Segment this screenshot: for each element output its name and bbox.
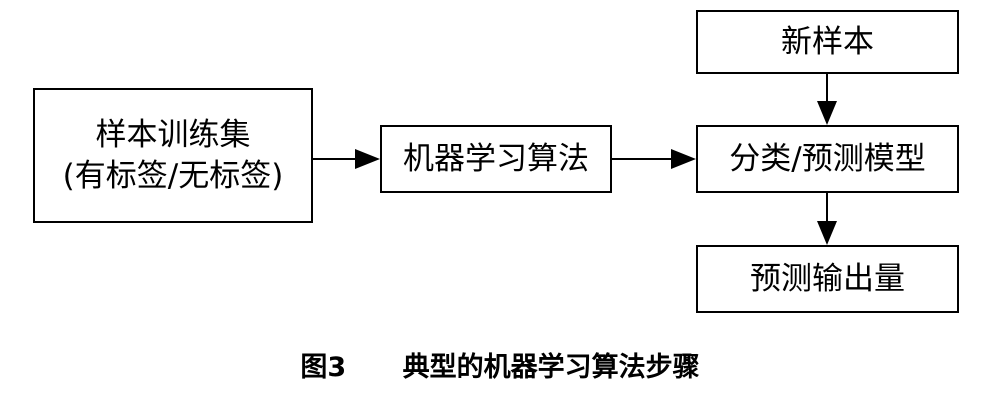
arrow-new-sample-to-model	[817, 74, 837, 125]
ml-workflow-diagram: 样本训练集 (有标签/无标签) 机器学习算法 新样本 分类/预测模型 预测输出量	[33, 10, 959, 313]
training-set-sublabel: (有标签/无标签)	[62, 157, 284, 194]
training-set-label: 样本训练集	[95, 117, 251, 154]
output-label: 预测输出量	[750, 260, 905, 297]
new-sample-label: 新样本	[781, 23, 874, 60]
new-sample-box: 新样本	[696, 10, 959, 74]
algorithm-label: 机器学习算法	[403, 140, 589, 177]
figure-title: 典型的机器学习算法步骤	[402, 352, 700, 383]
model-box: 分类/预测模型	[696, 125, 959, 193]
training-set-box: 样本训练集 (有标签/无标签)	[33, 88, 313, 223]
output-box: 预测输出量	[696, 245, 959, 313]
arrow-algorithm-to-model	[612, 149, 696, 169]
arrow-training-to-algorithm	[313, 149, 380, 169]
arrow-model-to-output	[817, 193, 837, 245]
algorithm-box: 机器学习算法	[380, 125, 612, 193]
connector-arrows	[313, 74, 837, 245]
figure-caption: 图3 典型的机器学习算法步骤	[0, 345, 1000, 384]
model-label: 分类/预测模型	[729, 140, 926, 177]
figure-number: 图3	[300, 352, 347, 383]
